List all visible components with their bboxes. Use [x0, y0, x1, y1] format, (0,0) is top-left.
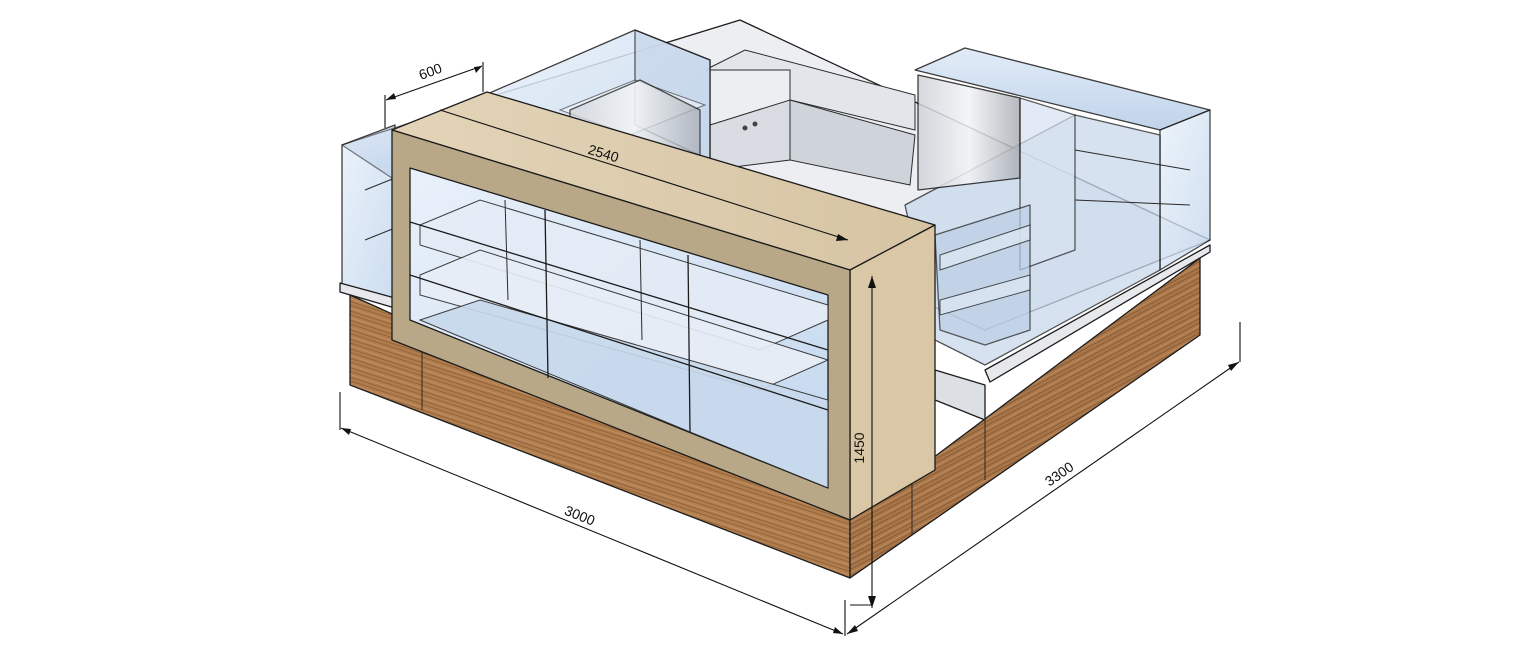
back-shelf [704, 49, 916, 131]
showcase-side [849, 224, 936, 521]
dim-label-1450: 1450 [851, 432, 867, 463]
dim-label-3000: 3000 [562, 502, 597, 529]
back-cabinet-side [789, 99, 916, 186]
cabinet-knob [742, 125, 748, 131]
base-side-panel [849, 257, 1201, 579]
dim-label-3300: 3300 [1042, 458, 1077, 489]
dimension-1450: 1450 [850, 276, 876, 608]
right-counter-edge [984, 244, 1211, 383]
front-showcase [391, 91, 936, 521]
dim-label-600: 600 [417, 60, 445, 83]
dimension-600: 600 [384, 60, 484, 128]
cabinet-knob [752, 121, 758, 127]
base-recess [934, 369, 986, 421]
